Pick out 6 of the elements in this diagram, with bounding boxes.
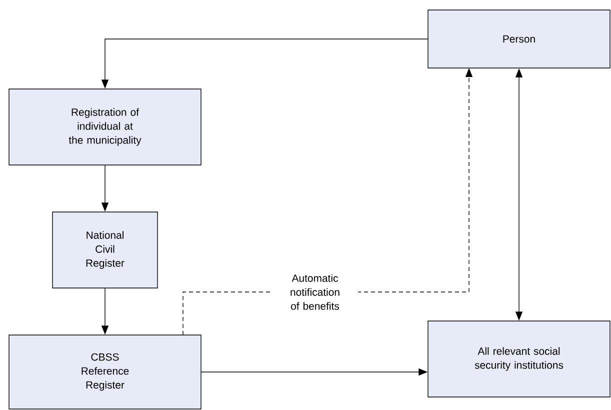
process-box: Registration of individual at the municipality <box>8 88 202 166</box>
process-box: All relevant social security institutions <box>428 320 610 398</box>
edge-label: Automatic notification of benefits <box>272 271 358 313</box>
process-box: Person <box>428 10 610 68</box>
process-box: National Civil Register <box>52 212 158 288</box>
process-box: CBSS Reference Register <box>8 334 202 410</box>
